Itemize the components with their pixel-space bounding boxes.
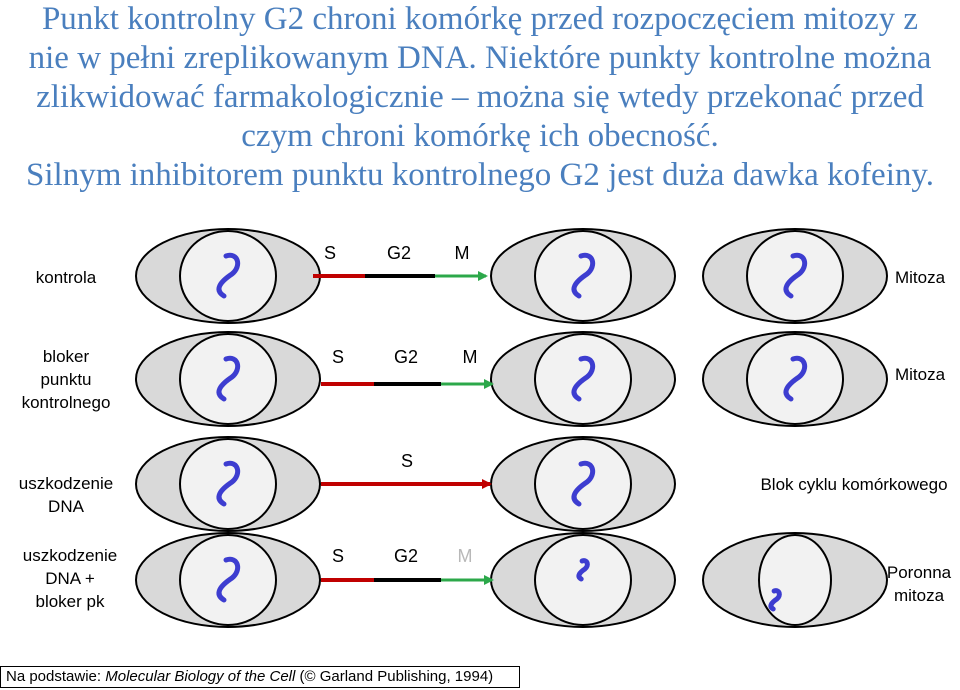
dna-strand — [216, 355, 241, 402]
source-caption: Na podstawie: Molecular Biology of the C… — [0, 666, 520, 688]
dna-strand — [783, 355, 808, 402]
outcome-label: Blok cyklu komórkowego — [760, 475, 948, 494]
intro-line: zlikwidować farmakologicznie – można się… — [36, 79, 924, 115]
intro-line: Punkt kontrolny G2 chroni komórkę przed … — [41, 1, 919, 37]
caption-book-title: Molecular Biology of the Cell — [105, 668, 296, 685]
intro-line: czym chroni komórkę ich obecność. — [241, 118, 719, 154]
dna-strand — [571, 355, 596, 402]
phase-label-s: S — [331, 347, 344, 367]
caption-prefix: Na podstawie: — [6, 668, 106, 685]
outcome-label: Mitoza — [894, 268, 946, 287]
condition-text: bloker punktu kontrolnego — [21, 347, 111, 412]
row-condition-checkpoint-blocker: bloker punktu kontrolnego — [0, 345, 132, 414]
outcome-label: Mitoza — [894, 365, 946, 384]
dna-fragment — [768, 588, 782, 612]
dna-strand — [571, 460, 596, 507]
phase-label-s: S — [323, 243, 336, 263]
intro-line: nie w pełni zreplikowanym DNA. Niektóre … — [28, 40, 932, 76]
cell-nucleus — [758, 534, 832, 626]
phase-label-s: S — [400, 451, 413, 471]
phase-label-g2: G2 — [393, 347, 418, 367]
phase-label-m: M — [454, 243, 470, 263]
phase-label-g2: G2 — [393, 546, 418, 566]
row-condition-dna-damage-blocker: uszkodzenie DNA + bloker pk — [0, 544, 140, 613]
row-condition-control: kontrola — [0, 266, 132, 289]
caption-suffix: (© Garland Publishing, 1994) — [295, 668, 494, 685]
dna-strand — [571, 252, 596, 299]
condition-text: kontrola — [35, 268, 97, 287]
intro-line: Silnym inhibitorem punktu kontrolnego G2… — [26, 157, 934, 193]
phase-label-s: S — [331, 546, 344, 566]
dna-strand — [216, 556, 241, 603]
phase-label-m-faded: M — [457, 546, 473, 566]
dna-strand — [783, 252, 808, 299]
row-condition-dna-damage: uszkodzenie DNA — [0, 472, 132, 518]
condition-text: uszkodzenie DNA + bloker pk — [22, 546, 118, 611]
phase-label-m: M — [462, 347, 478, 367]
dna-fragment — [576, 558, 590, 582]
dna-strand — [216, 252, 241, 299]
dna-strand — [216, 460, 241, 507]
outcome-label: Poronna mitoza — [886, 563, 952, 605]
condition-text: uszkodzenie DNA — [18, 474, 114, 516]
phase-label-g2: G2 — [386, 243, 411, 263]
